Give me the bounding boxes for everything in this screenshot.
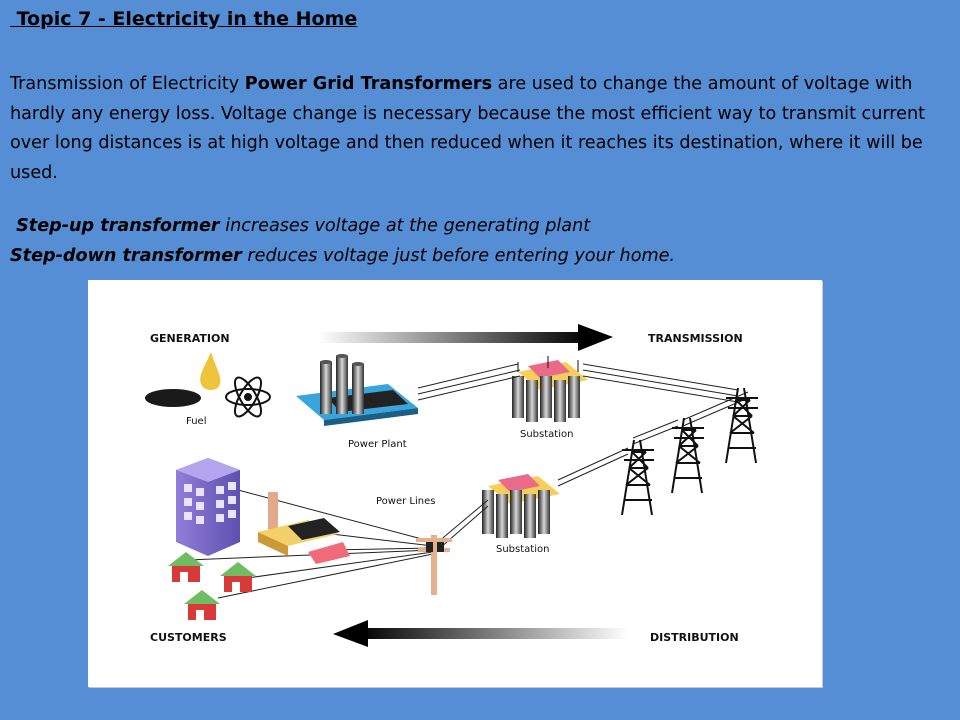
factory [258,492,350,564]
power-grid-svg: GENERATION TRANSMISSION Fuel Power Plant… [145,324,758,647]
label-generation: GENERATION [150,332,230,345]
office-building [176,458,240,556]
step-down-line: Step-down transformer reduces voltage ju… [10,242,945,272]
utility-pole [416,535,452,595]
power-grid-diagram: GENERATION TRANSMISSION Fuel Power Plant… [88,280,822,687]
transmission-towers [621,387,758,516]
transmission-arrow [318,324,613,351]
label-fuel: Fuel [186,416,206,427]
label-power-lines: Power Lines [376,496,435,507]
label-distribution: DISTRIBUTION [650,631,739,644]
step-up-line: Step-up transformer increases voltage at… [10,212,945,242]
label-substation-bottom: Substation [496,544,549,555]
intro-bold-term: Power Grid Transformers [244,74,493,94]
power-plant [296,354,418,426]
substation-bottom [482,474,560,538]
distribution-arrow [333,620,628,647]
step-down-term: Step-down transformer [10,245,242,266]
step-down-desc: reduces voltage just before entering you… [241,245,676,266]
substation-top [512,356,588,422]
slide-title: Topic 7 - Electricity in the Home [10,8,358,30]
step-up-term: Step-up transformer [10,216,220,236]
label-customers: CUSTOMERS [150,631,227,644]
houses [168,552,256,620]
label-transmission: TRANSMISSION [648,332,743,345]
intro-paragraph: Transmission of Electricity Power Grid T… [10,70,945,188]
intro-rest: are used to change the amount of voltage… [10,74,926,183]
transformer-definitions: Step-up transformer increases voltage at… [10,212,945,271]
label-power-plant: Power Plant [348,439,407,450]
fuel-icons [145,352,271,418]
step-up-desc: increases voltage at the generating plan… [219,216,591,236]
label-substation-top: Substation [520,429,573,440]
transmission-wires [417,363,749,445]
intro-lead: Transmission of Electricity [10,74,245,94]
